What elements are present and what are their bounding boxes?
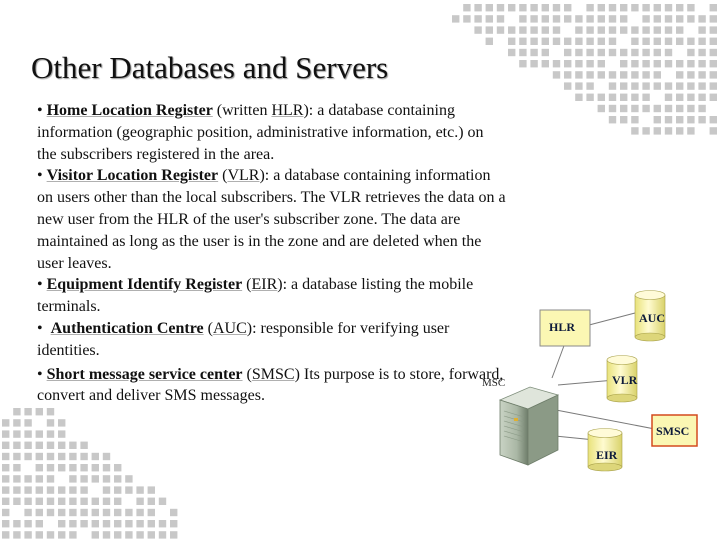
bullet-vlr: • Visitor Location Register (VLR): a dat… (37, 167, 506, 272)
term-smsc: Short message service center (46, 365, 243, 383)
msc-label: MSC (482, 377, 505, 389)
gsm-network-diagram: HLR AUC VLR SMSC EIR MSC (482, 290, 698, 472)
term-auc: Authentication Centre (50, 319, 204, 337)
auc-label: AUC (639, 311, 665, 325)
msc-server-icon (498, 386, 560, 466)
svg-text:SMSC: SMSC (656, 424, 689, 438)
bullet-auc: • Authentication Centre (AUC): responsib… (37, 319, 450, 359)
bullet-smsc: • Short message service center (SMSC) It… (37, 365, 504, 405)
slide-title: Other Databases and Servers (31, 50, 389, 85)
svg-text:HLR: HLR (549, 320, 575, 334)
slide-body: • Home Location Register (written HLR): … (37, 100, 507, 407)
bullet-hlr: • Home Location Register (written HLR): … (37, 102, 484, 163)
vlr-database-icon (606, 355, 638, 403)
eir-label: EIR (596, 448, 618, 462)
term-hlr: Home Location Register (46, 102, 213, 119)
eir-database-icon (587, 428, 623, 472)
term-vlr: Visitor Location Register (46, 167, 219, 185)
smsc-node: SMSC (651, 414, 698, 447)
auc-database-icon (634, 290, 666, 342)
term-eir: Equipment Identify Register (46, 276, 243, 294)
hlr-node: HLR (539, 309, 591, 347)
vlr-label: VLR (612, 373, 638, 387)
bullet-eir: • Equipment Identify Register (EIR): a d… (37, 276, 474, 316)
